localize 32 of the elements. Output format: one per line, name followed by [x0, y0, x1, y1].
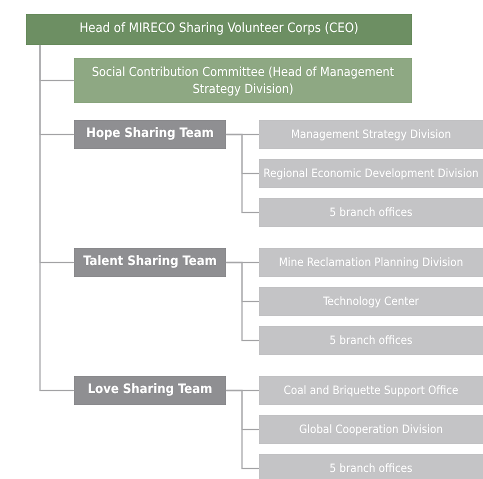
box-label: Head of MIRECO Sharing Volunteer Corps (CEO)	[79, 21, 358, 38]
division-box	[259, 198, 483, 227]
team-box	[74, 376, 226, 405]
connector-line	[39, 45, 74, 392]
connector-line	[226, 390, 259, 470]
box-label: 5 branch offices	[330, 333, 412, 348]
box-label: Management Strategy Division	[290, 127, 452, 142]
committee-box	[74, 58, 412, 103]
division-box	[259, 454, 483, 479]
division-box	[259, 159, 483, 188]
division-box	[259, 287, 483, 316]
division-box	[259, 326, 483, 355]
team-box	[74, 120, 226, 149]
box-label: Love Sharing Team	[88, 382, 212, 399]
box-label: Coal and Briquette Support Office	[284, 383, 458, 398]
division-box	[259, 376, 483, 405]
box-label: Mine Reclamation Planning Division	[278, 255, 464, 270]
box-label: 5 branch offices	[330, 205, 412, 220]
connector-line	[226, 262, 259, 342]
division-box	[259, 248, 483, 277]
box-label: Talent Sharing Team	[83, 254, 217, 271]
division-box	[259, 120, 483, 149]
box-label: Hope Sharing Team	[86, 126, 214, 143]
box-label: Global Cooperation Division	[299, 422, 443, 437]
box-label: Technology Center	[323, 294, 419, 309]
box-label: 5 branch offices	[330, 461, 412, 476]
head-box	[26, 14, 412, 45]
connector-line	[226, 134, 259, 214]
team-box	[74, 248, 226, 277]
box-label: Social Contribution Committee (Head of Management Strategy Division)	[90, 64, 396, 97]
division-box	[259, 415, 483, 444]
box-label: Regional Economic Development Division	[263, 166, 479, 181]
